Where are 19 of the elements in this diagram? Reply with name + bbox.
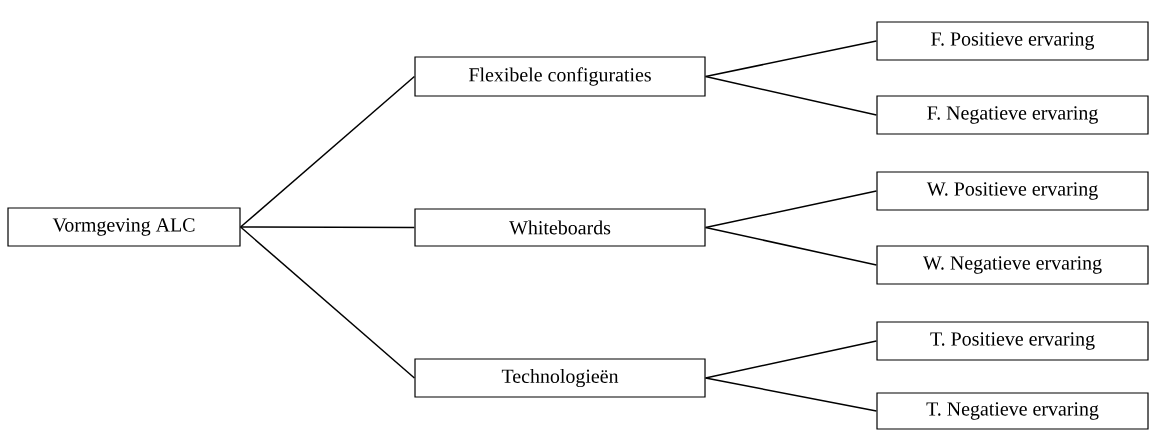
connector-line [704,75,878,116]
tree-box: W. Negatieve ervaring [876,245,1149,285]
tree-box: F. Positieve ervaring [876,21,1149,61]
connector-line [704,340,878,379]
tree-box: Technologieën [414,358,706,398]
tree-box: W. Positieve ervaring [876,171,1149,211]
connector-line [704,190,878,229]
connector-line [239,75,416,228]
connector-line [239,226,416,229]
tree-box: T. Positieve ervaring [876,321,1149,361]
tree-box: F. Negatieve ervaring [876,95,1149,135]
tree-box: T. Negatieve ervaring [876,392,1149,430]
connector-line [704,377,878,412]
connector-line [239,226,416,379]
connector-line [704,40,878,78]
tree-box: Flexibele configuraties [414,56,706,97]
tree-box: Vormgeving ALC [7,207,241,247]
tree-box: Whiteboards [414,208,706,247]
connector-line [704,226,878,266]
